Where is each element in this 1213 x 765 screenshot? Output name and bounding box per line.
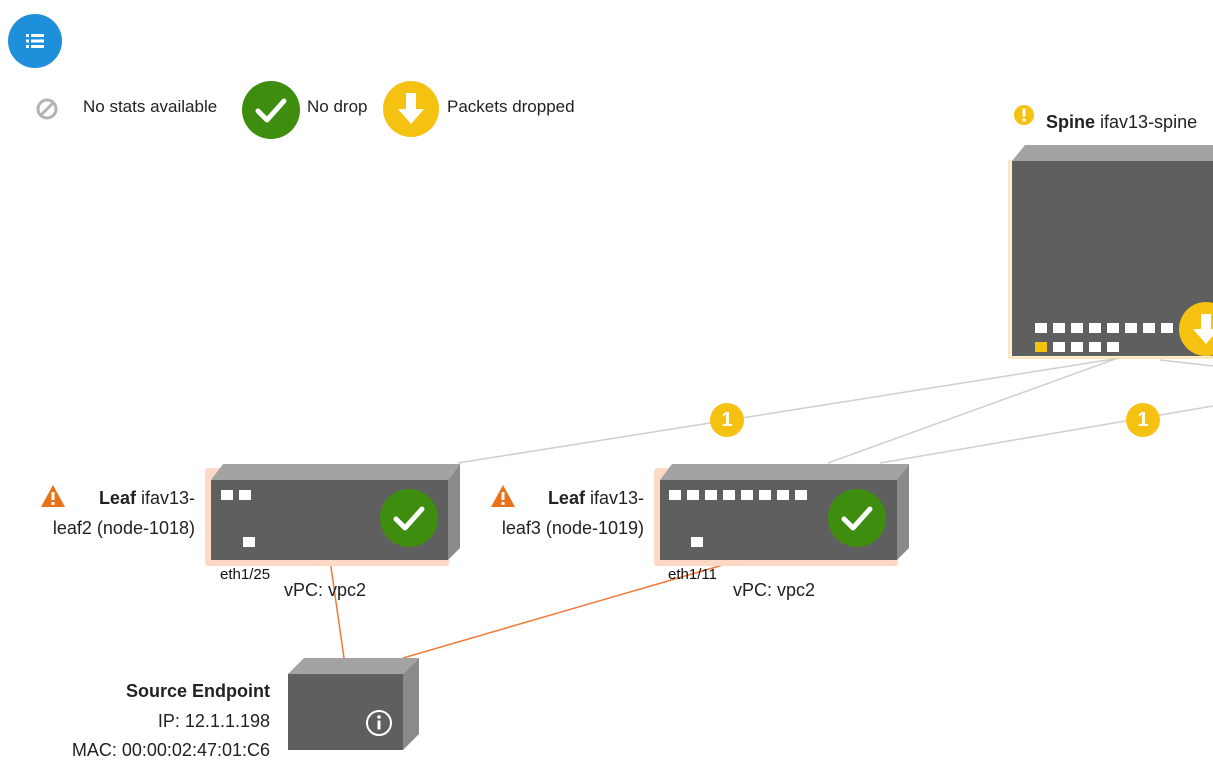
leaf2-label: Leaf ifav13- leaf2 (node-1018) bbox=[53, 483, 195, 543]
leaf3-no-drop-icon bbox=[828, 489, 886, 547]
leaf2-port-label: eth1/25 bbox=[220, 566, 271, 583]
link-fault-badge[interactable]: 1 bbox=[1126, 403, 1160, 437]
leaf3-vpc-label: vPC: vpc2 bbox=[733, 580, 816, 600]
leaf3-role: Leaf bbox=[547, 488, 585, 508]
leaf2-device[interactable] bbox=[203, 456, 466, 568]
leaf2-name-line2: leaf2 (node-1018) bbox=[52, 518, 195, 538]
leaf3-label: Leaf ifav13- leaf3 (node-1019) bbox=[502, 483, 644, 543]
spine-name: ifav13-spine bbox=[1100, 112, 1198, 132]
spine-role: Spine bbox=[1046, 112, 1096, 132]
link-fault-badge[interactable]: 1 bbox=[710, 403, 744, 437]
leaf2-ports bbox=[221, 490, 255, 547]
endpoint-mac: MAC: 00:00:02:47:01:C6 bbox=[71, 740, 270, 760]
leaf3-ports bbox=[669, 490, 807, 547]
no-stats-icon bbox=[36, 98, 58, 120]
spine-packets-dropped-icon bbox=[1179, 302, 1213, 356]
list-icon bbox=[26, 34, 44, 48]
leaf2-no-drop-icon bbox=[380, 489, 438, 547]
endpoint-title: Source Endpoint bbox=[126, 681, 270, 701]
spine-port-row-bottom bbox=[1035, 342, 1119, 352]
link-leaf2-spine[interactable] bbox=[457, 357, 1121, 464]
leaf3-name-line2: leaf3 (node-1019) bbox=[501, 518, 644, 538]
legend-no-stats-label: No stats available bbox=[83, 97, 218, 116]
link-leaf3-spine[interactable] bbox=[827, 357, 1119, 464]
legend-no-drop-label: No drop bbox=[307, 97, 368, 116]
spine-device[interactable] bbox=[1005, 143, 1213, 360]
legend-packets-dropped-label: Packets dropped bbox=[447, 97, 575, 116]
leaf2-vpc-label: vPC: vpc2 bbox=[284, 580, 367, 600]
link-leaf2-endpoint[interactable] bbox=[329, 559, 345, 659]
spine-warning-icon bbox=[1014, 105, 1034, 125]
leaf2-role: Leaf bbox=[98, 488, 136, 508]
spine-label: Spine ifav13-spine bbox=[1046, 107, 1197, 137]
info-icon bbox=[366, 710, 392, 736]
spine-port-row-top bbox=[1035, 323, 1173, 333]
no-drop-icon bbox=[242, 81, 300, 139]
leaf2-name-line1: ifav13- bbox=[140, 488, 195, 508]
endpoint-device[interactable] bbox=[286, 656, 422, 752]
leaf3-name-line1: ifav13- bbox=[589, 488, 644, 508]
endpoint-ip: IP: 12.1.1.198 bbox=[157, 711, 270, 731]
link-spine-offscreen[interactable] bbox=[1159, 359, 1213, 367]
leaf3-port-label: eth1/11 bbox=[668, 566, 717, 583]
link-leaf3-endpoint[interactable] bbox=[402, 559, 741, 659]
packets-dropped-icon bbox=[383, 81, 439, 137]
leaf3-device[interactable] bbox=[652, 456, 915, 568]
leaf2-warning-icon bbox=[41, 485, 65, 507]
link-leaf3-offscreen[interactable] bbox=[879, 405, 1213, 464]
legend-menu-button[interactable] bbox=[8, 14, 62, 68]
leaf3-warning-icon bbox=[491, 485, 515, 507]
